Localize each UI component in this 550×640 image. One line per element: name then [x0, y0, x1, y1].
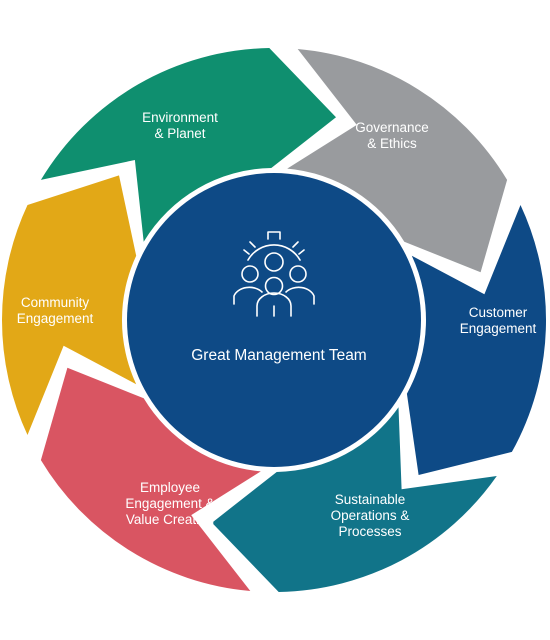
segment-label-line: Community	[21, 295, 90, 310]
segment-community	[1, 175, 137, 435]
segment-label-line: Value Creation	[126, 512, 214, 527]
segment-customer	[406, 205, 547, 475]
segment-sustainable	[212, 407, 497, 592]
segment-employee	[40, 367, 261, 591]
segment-label-line: Operations &	[331, 508, 410, 523]
segment-label-line: Sustainable	[335, 492, 406, 507]
segment-label-line: Employee	[140, 480, 200, 495]
segment-label-line: & Planet	[154, 126, 205, 141]
segment-label-governance: Governance& Ethics	[355, 120, 429, 151]
segment-governance	[287, 49, 508, 273]
segments-layer	[1, 48, 547, 592]
labels-layer: Environment& Planet Governance& EthicsCus…	[17, 110, 537, 539]
segment-label-line: Governance	[355, 120, 429, 135]
segment-label-environment: Environment& Planet	[142, 110, 218, 141]
segment-label-line: Environment	[142, 110, 218, 125]
team-gear-icon	[233, 231, 315, 317]
center-label: Great Management Team	[191, 347, 366, 364]
segment-label-line: Processes	[338, 524, 401, 539]
segment-label-line: Engagement	[460, 321, 537, 336]
segment-label-line: Engagement &	[125, 496, 214, 511]
segment-environment	[40, 48, 337, 242]
segment-label-line: Engagement	[17, 311, 94, 326]
segment-label-line: & Ethics	[367, 136, 417, 151]
center-circle	[127, 173, 421, 467]
segment-label-line: Customer	[469, 305, 528, 320]
